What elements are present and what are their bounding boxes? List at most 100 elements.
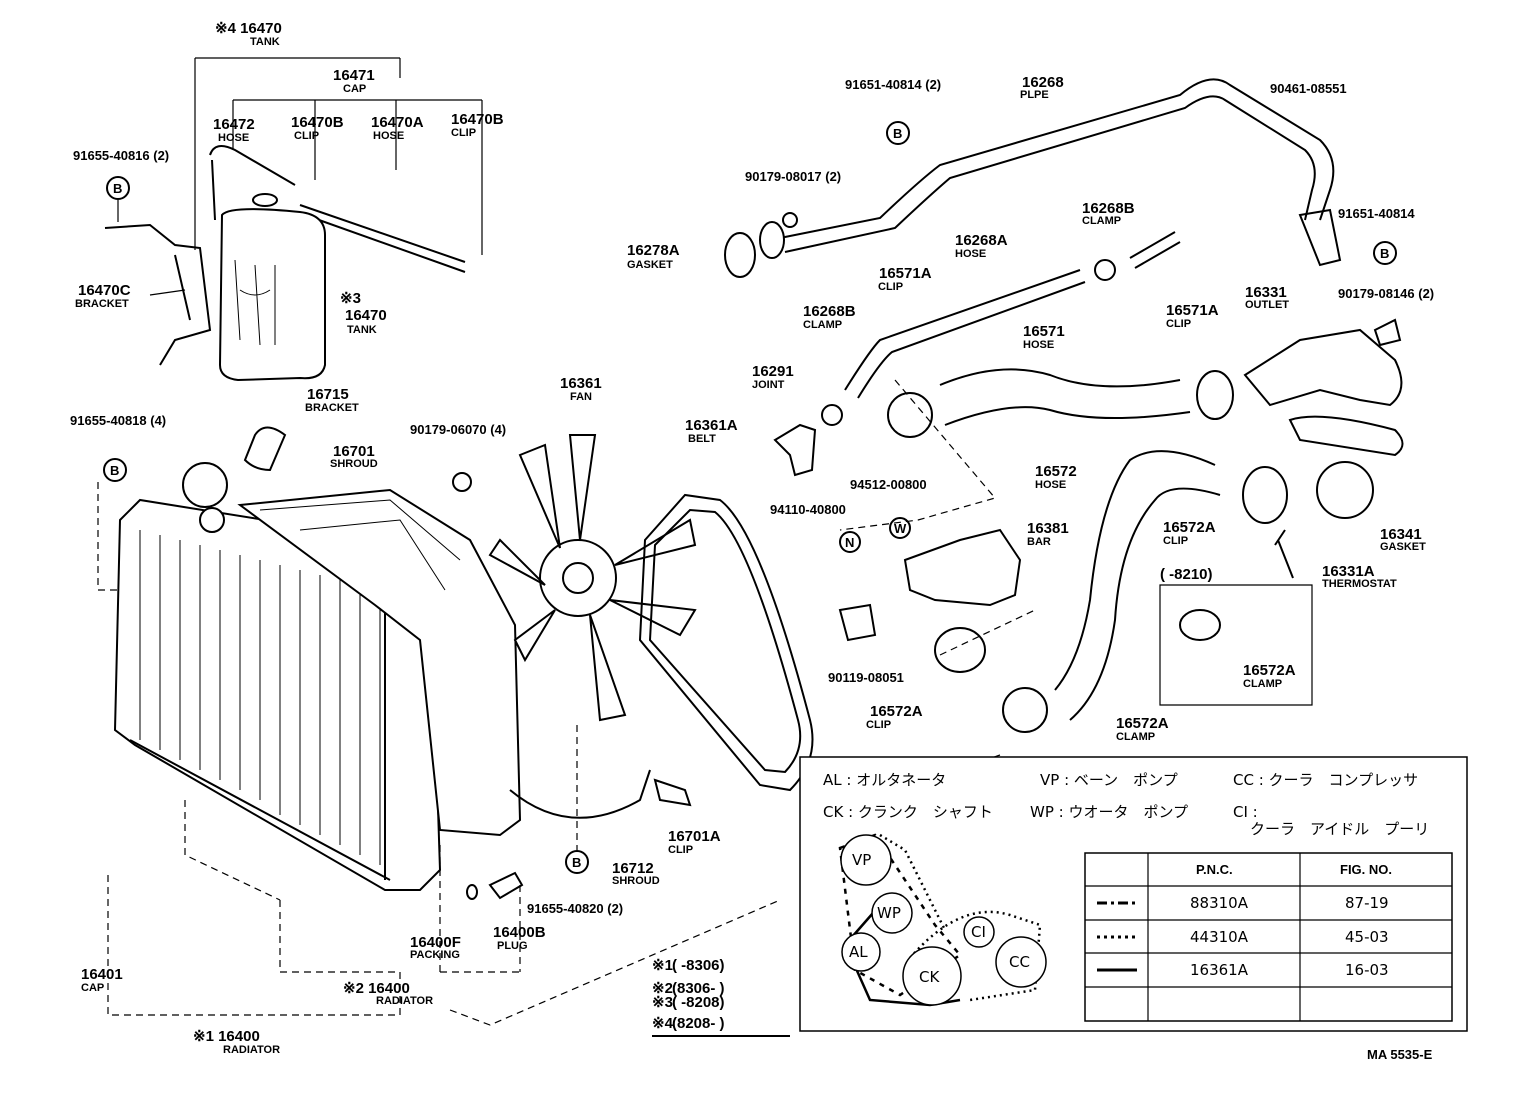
label-bolt800: 94110-40800: [770, 502, 846, 517]
pulley-ci-label: CI: [971, 923, 986, 941]
label-packing-no: 16400F: [410, 934, 461, 951]
hose-16571: [939, 368, 1191, 426]
packing-16400F: [466, 884, 478, 900]
label-clip571A2-nm: CLIP: [1166, 318, 1191, 330]
table-row-1-fig: 87-19: [1345, 894, 1389, 912]
pulley-vp-label: VP: [852, 851, 871, 869]
legend-wp: WP : ウオータ ポンプ: [1030, 803, 1188, 821]
nut-90179-06070: [452, 472, 472, 492]
clip-16572A: [1242, 466, 1288, 524]
label-bracketC-nm: BRACKET: [75, 298, 129, 310]
label-clip571A1-no: 16571A: [879, 265, 932, 282]
lower-shroud-16712: [509, 769, 651, 819]
footnotes: ※1 ( -8306) ※2 (8306- ) ※3 ( -8208) ※4 (…: [652, 957, 790, 1037]
bolt-marker-b2: [103, 458, 127, 482]
pulley-ci: [963, 916, 995, 948]
label-inset-range: ( -8210): [1160, 566, 1213, 583]
table-row-1-pnc: 88310A: [1190, 894, 1249, 912]
label-clip572A2-no: 16572A: [870, 703, 923, 720]
fan-blades-16361: [488, 434, 697, 722]
marker-b2: B: [110, 463, 119, 478]
legend-ci-desc: クーラ アイドル プーリ: [1250, 820, 1429, 838]
label-nut070: 90179-06070 (4): [410, 422, 506, 437]
pulley-vp: [840, 834, 892, 886]
label-rad2-nm: RADIATOR: [376, 995, 433, 1007]
clamp-16572A: [1002, 687, 1048, 733]
table-header-fig: FIG. NO.: [1340, 862, 1392, 877]
marker-letters: B B B B B N W: [110, 126, 1389, 870]
marker-w: W: [894, 521, 907, 536]
bracket-16470C: [104, 223, 212, 366]
label-nut146: 90179-08146 (2): [1338, 286, 1434, 301]
label-tank3-mark: ※3: [340, 290, 361, 307]
pipe-16268: [769, 78, 1335, 253]
marker-b5: B: [1380, 246, 1389, 261]
reserve-tank-group: [104, 57, 483, 382]
label-bolt820: 91655-40820 (2): [527, 901, 623, 916]
pulley-wp-label: WP: [877, 904, 901, 922]
label-outlet-nm: OUTLET: [1245, 299, 1289, 311]
label-rad1-nm: RADIATOR: [223, 1044, 280, 1056]
label-plug051: 90119-08051: [828, 670, 904, 685]
reference-table: P.N.C. FIG. NO. 88310A 87-19 44310A 45-0…: [1084, 852, 1453, 1022]
label-cap401-no: 16401: [81, 966, 123, 983]
bolt-marker-n: [839, 531, 861, 553]
marker-n: N: [845, 535, 854, 550]
table-row-3-fig: 16-03: [1345, 961, 1389, 979]
hose-16572: [1054, 450, 1221, 721]
footnote-mark-1: ※1: [652, 957, 673, 974]
label-clipB2-no: 16470B: [451, 111, 504, 128]
pulley-al-label: AL: [849, 943, 868, 961]
hose-16472: [209, 145, 296, 221]
label-hoseA-no: 16470A: [371, 114, 424, 131]
label-bolt816: 91655-40816 (2): [73, 148, 169, 163]
label-clamp572A-nm: CLAMP: [1116, 731, 1155, 743]
bolt-marker-b3: [565, 850, 589, 874]
label-bolt814b: 91651-40814: [1338, 206, 1415, 221]
label-clip571A1-nm: CLIP: [878, 281, 903, 293]
label-fig-code: MA 5535-E: [1367, 1047, 1433, 1062]
marker-b3: B: [572, 855, 581, 870]
clip-16571A-right: [1196, 370, 1234, 420]
label-gasket341-no: 16341: [1380, 526, 1422, 543]
label-gasket278-no: 16278A: [627, 242, 680, 259]
bolt-marker-b5: [1373, 241, 1397, 265]
label-belt-nm: BELT: [688, 433, 716, 445]
label-clip572A-no: 16572A: [1163, 519, 1216, 536]
radiator-cap-16401: [182, 462, 228, 508]
label-pipe-no: 16268: [1022, 74, 1064, 91]
pulley-wp: [871, 892, 913, 934]
label-shroud712-no: 16712: [612, 860, 654, 877]
footnote-mark-4: ※4: [652, 1015, 674, 1032]
pulley-ck: [902, 946, 962, 1006]
belt-routing: VP WP AL CK CI CC: [838, 833, 1047, 1007]
label-tank3-no: 16470: [345, 307, 387, 324]
label-clip701A-no: 16701A: [668, 828, 721, 845]
fan-group: [488, 434, 814, 874]
marker-b4: B: [893, 126, 902, 141]
pulley-cc: [995, 936, 1047, 988]
label-bolt818: 91655-40818 (4): [70, 413, 166, 428]
label-clamp268B-no: 16268B: [1082, 200, 1135, 217]
label-tank-top-no: ※4 16470: [215, 20, 282, 37]
label-nut017: 90179-08017 (2): [745, 169, 841, 184]
legend-al: AL : オルタネータ: [823, 771, 946, 789]
tank-16470-body: [218, 208, 326, 382]
part-labels: ※4 16470 TANK 16471 CAP 16472 HOSE 16470…: [70, 20, 1434, 1062]
label-plug-no: 16400B: [493, 924, 546, 941]
label-hose268A-no: 16268A: [955, 232, 1008, 249]
footnote-mark-3: ※3: [652, 994, 673, 1011]
nut-90179-08017: [782, 212, 798, 228]
clip-16571A-left: [887, 392, 933, 438]
label-rad2-no: ※2 16400: [343, 980, 410, 997]
marker-b1: B: [113, 181, 122, 196]
legend-cc: CC : クーラ コンプレッサ: [1233, 771, 1418, 789]
label-clip571A2-no: 16571A: [1166, 302, 1219, 319]
bolt-marker-b1: [106, 176, 130, 200]
nut-90179-08146: [1373, 318, 1402, 347]
bracket-16715: [243, 426, 287, 472]
label-hose571-no: 16571: [1023, 323, 1065, 340]
label-hoseA-nm: HOSE: [373, 130, 404, 142]
label-clip572A2-nm: CLIP: [866, 719, 891, 731]
